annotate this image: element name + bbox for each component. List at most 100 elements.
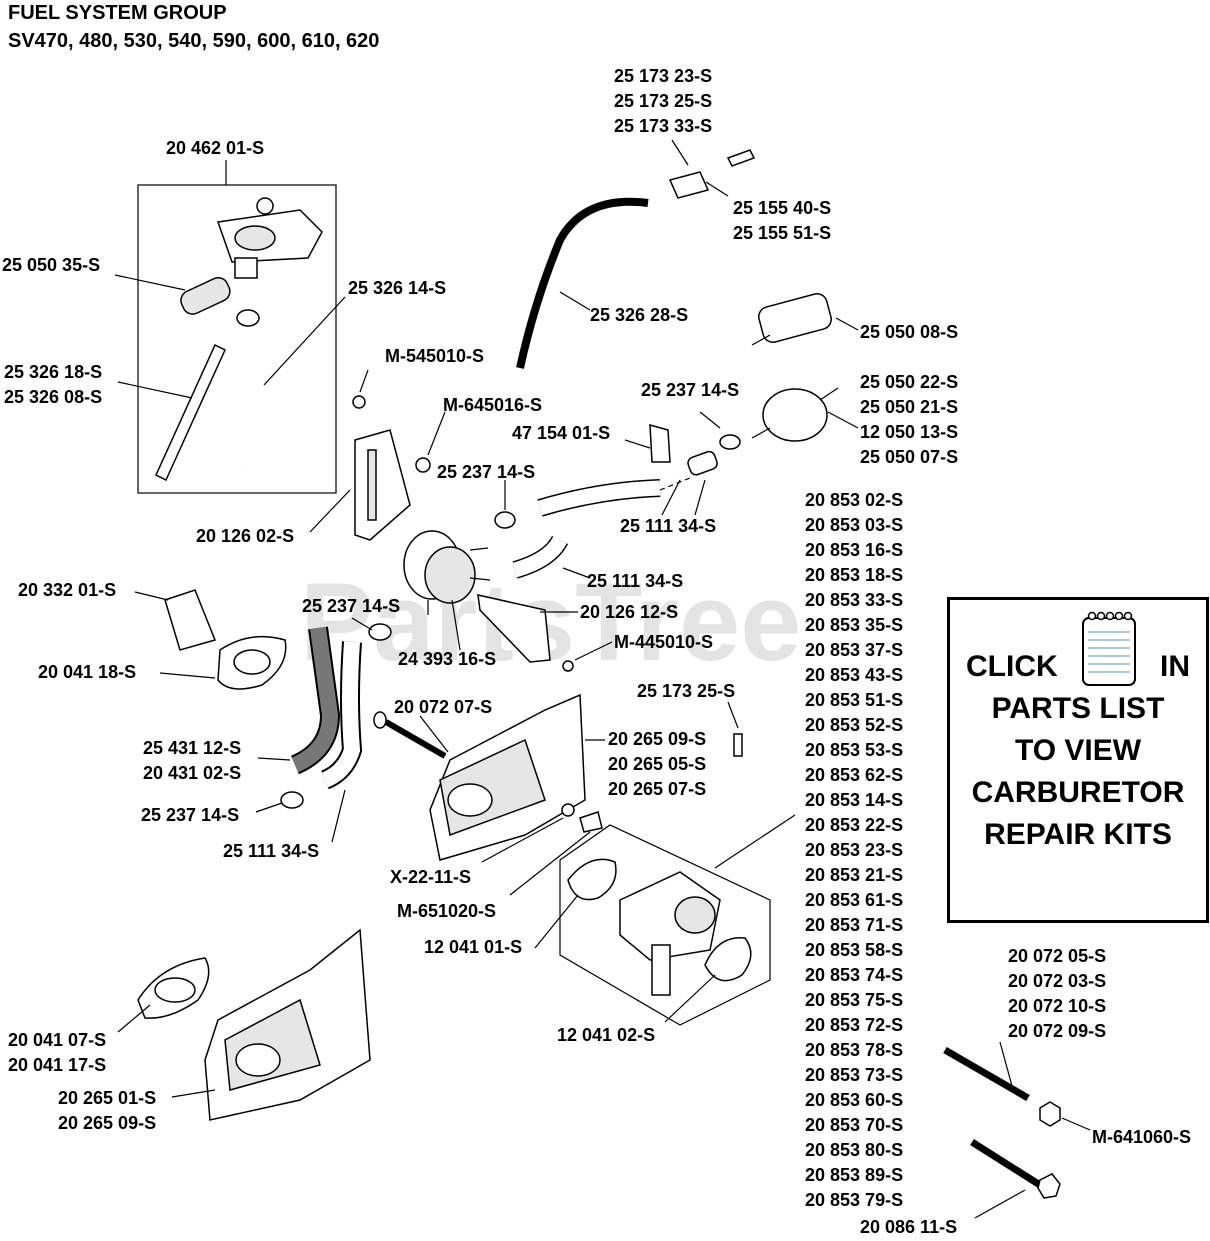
kit-part-number[interactable]: 20 853 23-S	[805, 840, 903, 860]
kit-part-number[interactable]: 20 853 61-S	[805, 890, 903, 910]
part-label[interactable]: 25 237 14-S	[437, 462, 535, 482]
kit-part-number[interactable]: 20 853 16-S	[805, 540, 903, 560]
kit-part-number[interactable]: 20 853 52-S	[805, 715, 903, 735]
part-label[interactable]: 20 072 09-S	[1008, 1021, 1106, 1041]
part-label[interactable]: 20 265 01-S	[58, 1088, 156, 1108]
fuel-line-long[interactable]	[516, 197, 649, 369]
part-label[interactable]: 25 237 14-S	[302, 596, 400, 616]
fuel-pump[interactable]	[403, 530, 491, 615]
part-label[interactable]: X-22-11-S	[390, 867, 471, 887]
hose-clamp[interactable]	[280, 791, 304, 809]
kit-part-number[interactable]: 20 853 75-S	[805, 990, 903, 1010]
kit-part-number[interactable]: 20 853 73-S	[805, 1065, 903, 1085]
part-label[interactable]: 25 050 08-S	[860, 322, 958, 342]
part-label[interactable]: 47 154 01-S	[512, 423, 610, 443]
part-label[interactable]: 25 173 23-S	[614, 66, 712, 86]
part-label[interactable]: 25 173 25-S	[637, 681, 735, 701]
fuel-shutoff-valve[interactable]	[216, 197, 323, 279]
part-label[interactable]: 25 050 22-S	[860, 372, 958, 392]
screw[interactable]	[352, 395, 366, 409]
part-label[interactable]: 25 237 14-S	[141, 805, 239, 825]
part-label[interactable]: 25 111 34-S	[620, 516, 716, 536]
pump-shield[interactable]	[477, 594, 551, 663]
kit-part-number[interactable]: 20 853 43-S	[805, 665, 903, 685]
part-label[interactable]: 20 332 01-S	[18, 580, 116, 600]
carburetor-gasket[interactable]	[704, 937, 752, 982]
part-label[interactable]: 12 050 13-S	[860, 422, 958, 442]
part-label[interactable]: 25 431 12-S	[143, 738, 241, 758]
kit-part-number[interactable]: 20 853 53-S	[805, 740, 903, 760]
part-label[interactable]: 25 155 40-S	[733, 198, 831, 218]
fuel-hose-light[interactable]	[321, 641, 361, 788]
kit-part-number[interactable]: 20 853 14-S	[805, 790, 903, 810]
kit-part-number[interactable]: 20 853 51-S	[805, 690, 903, 710]
part-label[interactable]: 20 072 05-S	[1008, 946, 1106, 966]
part-label[interactable]: 20 462 01-S	[166, 138, 264, 158]
kit-part-number[interactable]: 20 853 21-S	[805, 865, 903, 885]
part-label[interactable]: 20 265 07-S	[608, 779, 706, 799]
part-label[interactable]: 20 072 03-S	[1008, 971, 1106, 991]
kit-part-number[interactable]: 20 853 62-S	[805, 765, 903, 785]
washer[interactable]	[561, 803, 575, 817]
hose-clamp[interactable]	[719, 434, 741, 450]
clip-bracket[interactable]	[649, 423, 671, 463]
carburetor[interactable]	[619, 871, 721, 996]
kit-part-number[interactable]: 20 853 37-S	[805, 640, 903, 660]
part-label[interactable]: M-445010-S	[614, 632, 713, 652]
pin[interactable]	[733, 733, 743, 757]
part-label[interactable]: 25 111 34-S	[587, 571, 683, 591]
hose-clamp[interactable]	[368, 623, 392, 641]
fuel-hose-dark[interactable]	[291, 626, 339, 773]
part-label[interactable]: 25 111 34-S	[223, 841, 319, 861]
fuel-filter[interactable]	[751, 292, 833, 346]
part-label[interactable]: 24 393 16-S	[398, 649, 496, 669]
inline-filter-small[interactable]	[178, 274, 233, 317]
part-label[interactable]: 20 126 12-S	[580, 602, 678, 622]
kit-part-number[interactable]: 20 853 80-S	[805, 1140, 903, 1160]
pin-fitting[interactable]	[726, 149, 756, 167]
part-label[interactable]: 12 041 02-S	[557, 1025, 655, 1045]
hose-clamp[interactable]	[494, 511, 516, 529]
fuel-pump-bracket[interactable]	[354, 429, 411, 541]
carburetor-adapter-lower[interactable]	[204, 928, 371, 1121]
part-label[interactable]: 25 326 14-S	[348, 278, 446, 298]
part-label[interactable]: M-545010-S	[385, 346, 484, 366]
kit-part-number[interactable]: 20 853 71-S	[805, 915, 903, 935]
part-label[interactable]: 25 326 28-S	[590, 305, 688, 325]
carb-stud[interactable]	[943, 1046, 1030, 1102]
kit-part-number[interactable]: 20 853 79-S	[805, 1190, 903, 1210]
fuel-line-guard[interactable]	[164, 589, 217, 651]
part-label[interactable]: 25 155 51-S	[733, 223, 831, 243]
screw[interactable]	[415, 457, 431, 473]
part-label[interactable]: 25 050 21-S	[860, 397, 958, 417]
part-label[interactable]: 12 041 01-S	[424, 937, 522, 957]
part-label[interactable]: 25 237 14-S	[641, 380, 739, 400]
part-label[interactable]: 20 041 18-S	[38, 662, 136, 682]
kit-part-number[interactable]: 20 853 78-S	[805, 1040, 903, 1060]
part-label[interactable]: 25 173 25-S	[614, 91, 712, 111]
part-label[interactable]: M-651020-S	[397, 901, 496, 921]
part-label[interactable]: 20 265 05-S	[608, 754, 706, 774]
carburetor-gasket[interactable]	[567, 858, 617, 901]
part-label[interactable]: 25 050 07-S	[860, 447, 958, 467]
part-label[interactable]: 25 326 18-S	[4, 362, 102, 382]
kit-part-number[interactable]: 20 853 22-S	[805, 815, 903, 835]
kit-part-number[interactable]: 20 853 70-S	[805, 1115, 903, 1135]
kit-part-number[interactable]: 20 853 89-S	[805, 1165, 903, 1185]
part-label[interactable]: 25 173 33-S	[614, 116, 712, 136]
kit-part-number[interactable]: 20 853 72-S	[805, 1015, 903, 1035]
hose-short[interactable]	[686, 450, 718, 476]
fuel-tube-straight[interactable]	[155, 343, 226, 482]
part-label[interactable]: 25 326 08-S	[4, 387, 102, 407]
part-label[interactable]: 20 431 02-S	[143, 763, 241, 783]
screw[interactable]	[579, 811, 603, 833]
part-label[interactable]: 20 265 09-S	[58, 1113, 156, 1133]
part-label[interactable]: M-645016-S	[443, 395, 542, 415]
carb-bolt[interactable]	[970, 1139, 1042, 1188]
hose-clamp[interactable]	[236, 309, 260, 327]
carburetor-adapter[interactable]	[429, 693, 586, 861]
kit-part-number[interactable]: 20 853 18-S	[805, 565, 903, 585]
part-label[interactable]: 20 126 02-S	[196, 526, 294, 546]
fuel-filter-round[interactable]	[751, 387, 839, 442]
kit-part-number[interactable]: 20 853 60-S	[805, 1090, 903, 1110]
